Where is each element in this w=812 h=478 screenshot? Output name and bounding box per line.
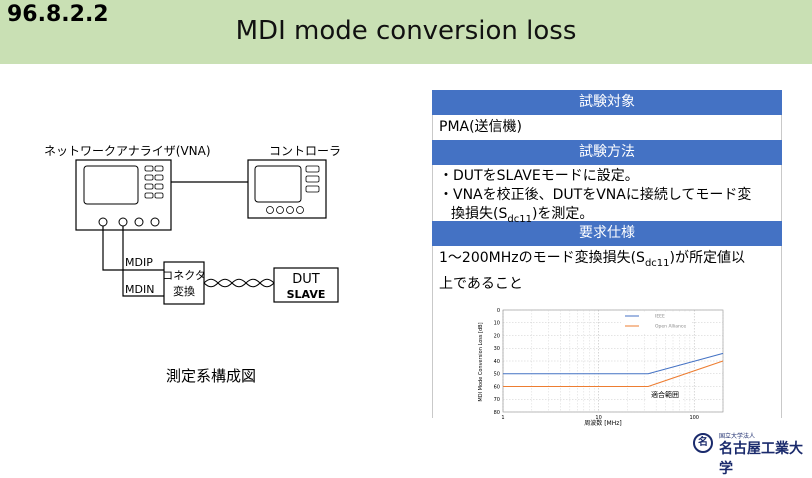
connector-label-line1: コネクタ <box>162 269 206 282</box>
chart-y-tick-label: 80 <box>494 410 500 416</box>
slide-header: 96.8.2.2 MDI mode conversion loss <box>0 0 812 64</box>
method-bullet-2-cont: 換損失(Sdc11)を測定。 <box>439 205 775 229</box>
dut-label: DUT <box>292 272 320 287</box>
vna-label: ネットワークアナライザ(VNA) <box>44 144 211 158</box>
controller-buttons <box>266 165 320 214</box>
target-header: 試験対象 <box>432 90 782 115</box>
mdip-label: MDIP <box>125 256 153 269</box>
university-logo-small-text: 国立大学法人 <box>719 433 756 440</box>
chart-annotation-bg <box>647 388 683 400</box>
chart-y-tick-label: 20 <box>494 333 500 339</box>
connector-adapter <box>163 261 205 305</box>
twisted-pair-cable <box>203 278 275 288</box>
target-body: PMA(送信機) <box>432 115 782 140</box>
section-number: 96.8.2.2 <box>7 2 109 27</box>
chart-x-tick-label: 100 <box>689 415 699 421</box>
requirement-line-2: 上であること <box>439 275 523 292</box>
method-body: ・DUTをSLAVEモードに設定。 ・VNAを校正後、DUTをVNAに接続してモ… <box>432 165 782 225</box>
chart-y-tick-label: 70 <box>494 397 500 403</box>
mdin-cable <box>122 226 164 297</box>
twisted-pair-cable-strand <box>203 278 275 288</box>
chart-series-line-open-alliance <box>503 360 724 388</box>
chart-x-tick-label: 10 <box>595 415 601 421</box>
chart-xlabel: 周波数 [MHz] <box>584 419 621 427</box>
chart-legend-label: IEEE <box>655 314 665 320</box>
target-value: PMA(送信機) <box>439 119 523 135</box>
requirement-line-1: 1～200MHzのモード変換損失(Sdc11)が所定値以 <box>439 248 775 274</box>
connector-label-line2: 変換 <box>173 284 195 298</box>
chart-ylabel: MDI Mode Conversion Loss [dB] <box>478 322 484 401</box>
mode-conversion-loss-chart: MDI Mode Conversion Loss [dB] 周波数 [MHz] … <box>478 308 724 427</box>
requirement-line-1-sub: dc11 <box>644 257 670 269</box>
controller-label: コントローラ <box>269 144 341 158</box>
slave-label: SLAVE <box>287 288 326 301</box>
controller-screen <box>254 165 302 203</box>
chart-legend <box>621 312 691 334</box>
mdip-cable <box>102 226 164 271</box>
university-name: 名古屋工業大学 <box>719 441 803 477</box>
chart-series-line-ieee <box>503 352 724 375</box>
requirement-header: 要求仕様 <box>432 221 782 246</box>
vna-screen <box>83 165 139 205</box>
chart-y-tick-label: 10 <box>494 321 500 327</box>
chart-legend-label: Open Alliance <box>655 324 686 330</box>
method-bullet-2-sub: dc11 <box>507 213 532 225</box>
method-bullet-2-cont-pre: 換損失(S <box>451 206 508 222</box>
diagram-caption: 測定系構成図 <box>166 367 257 385</box>
slide-title: MDI mode conversion loss <box>235 16 577 46</box>
method-header: 試験方法 <box>432 140 782 165</box>
method-bullet-2-cont-post: )を測定。 <box>531 206 594 222</box>
requirement-line-1-pre: 1～200MHzのモード変換損失(S <box>439 250 645 266</box>
chart-annotation: 適合範囲 <box>651 390 679 399</box>
method-bullet-1: ・DUTをSLAVEモードに設定。 <box>439 168 639 184</box>
university-logo: 名 国立大学法人 名古屋工業大学 <box>693 431 811 477</box>
chart-y-tick-label: 50 <box>494 372 500 378</box>
dut-box <box>273 267 339 303</box>
vna-ports <box>98 217 160 227</box>
chart-x-tick-label: 1 <box>501 415 504 421</box>
measurement-setup-diagram: ネットワークアナライザ(VNA) コントローラ MDIP MDIN コネクタ 変… <box>44 144 341 305</box>
chart-y-tick-label: 40 <box>494 359 500 365</box>
vna-keypad <box>144 165 164 199</box>
chart-y-tick-label: 60 <box>494 384 500 390</box>
requirement-line-1-post: )が所定値以 <box>669 250 745 266</box>
chart-y-tick-label: 0 <box>497 308 500 314</box>
university-emblem: 名 <box>693 433 713 453</box>
test-spec-panel: 試験対象 PMA(送信機) 試験方法 ・DUTをSLAVEモードに設定。 ・VN… <box>432 90 782 418</box>
method-bullet-2: ・VNAを校正後、DUTをVNAに接続してモード変 <box>439 187 752 203</box>
mdin-label: MDIN <box>125 283 154 296</box>
chart-y-tick-label: 30 <box>494 346 500 352</box>
